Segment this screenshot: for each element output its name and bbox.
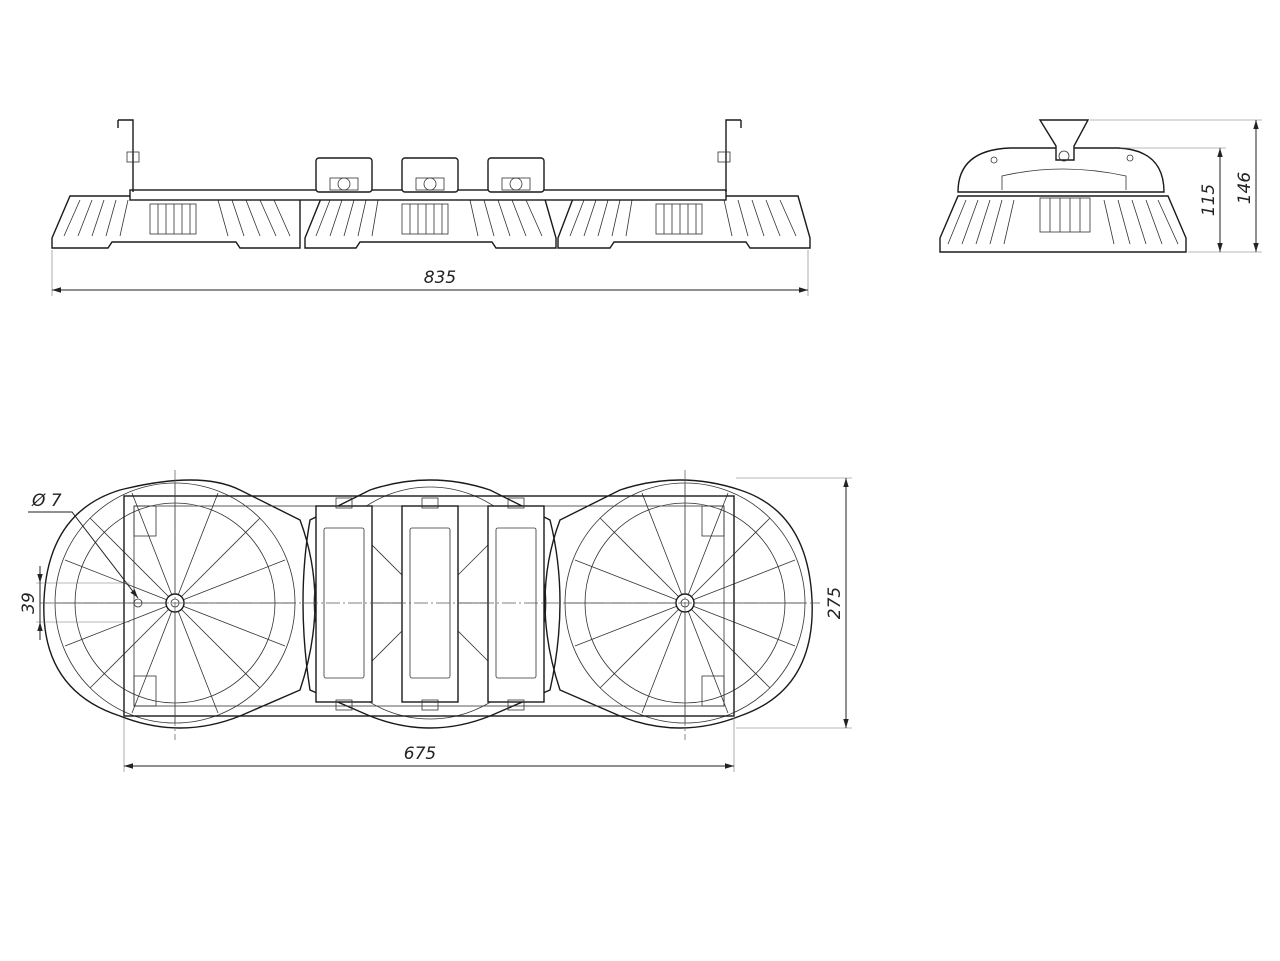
front-view: 835 [51,119,811,296]
dimension-675: 675 [404,744,436,764]
front-heatsink-right [557,195,811,249]
plan-module-right [544,479,813,729]
side-hanger [1038,119,1090,161]
front-driver-boxes [315,157,545,193]
plan-module-left [43,479,316,729]
hole-leader [28,511,139,599]
plan-driver-boxes [315,497,545,711]
side-view: 115 146 [939,119,1262,253]
front-heatsink-middle [304,195,557,249]
dimension-146: 146 [1235,172,1255,205]
dimension-39: 39 [19,592,39,614]
front-bracket-left [117,119,134,192]
plan-frame [123,495,735,717]
dimension-hole-diameter: Ø 7 [31,491,62,511]
plan-view: Ø 7 39 275 675 [19,470,852,772]
front-bracket-right [725,119,742,192]
dimension-275: 275 [825,587,845,619]
side-heatsink [939,195,1187,253]
dimension-835: 835 [424,268,456,288]
front-heatsink-left [51,195,301,249]
dimension-115: 115 [1199,184,1219,216]
